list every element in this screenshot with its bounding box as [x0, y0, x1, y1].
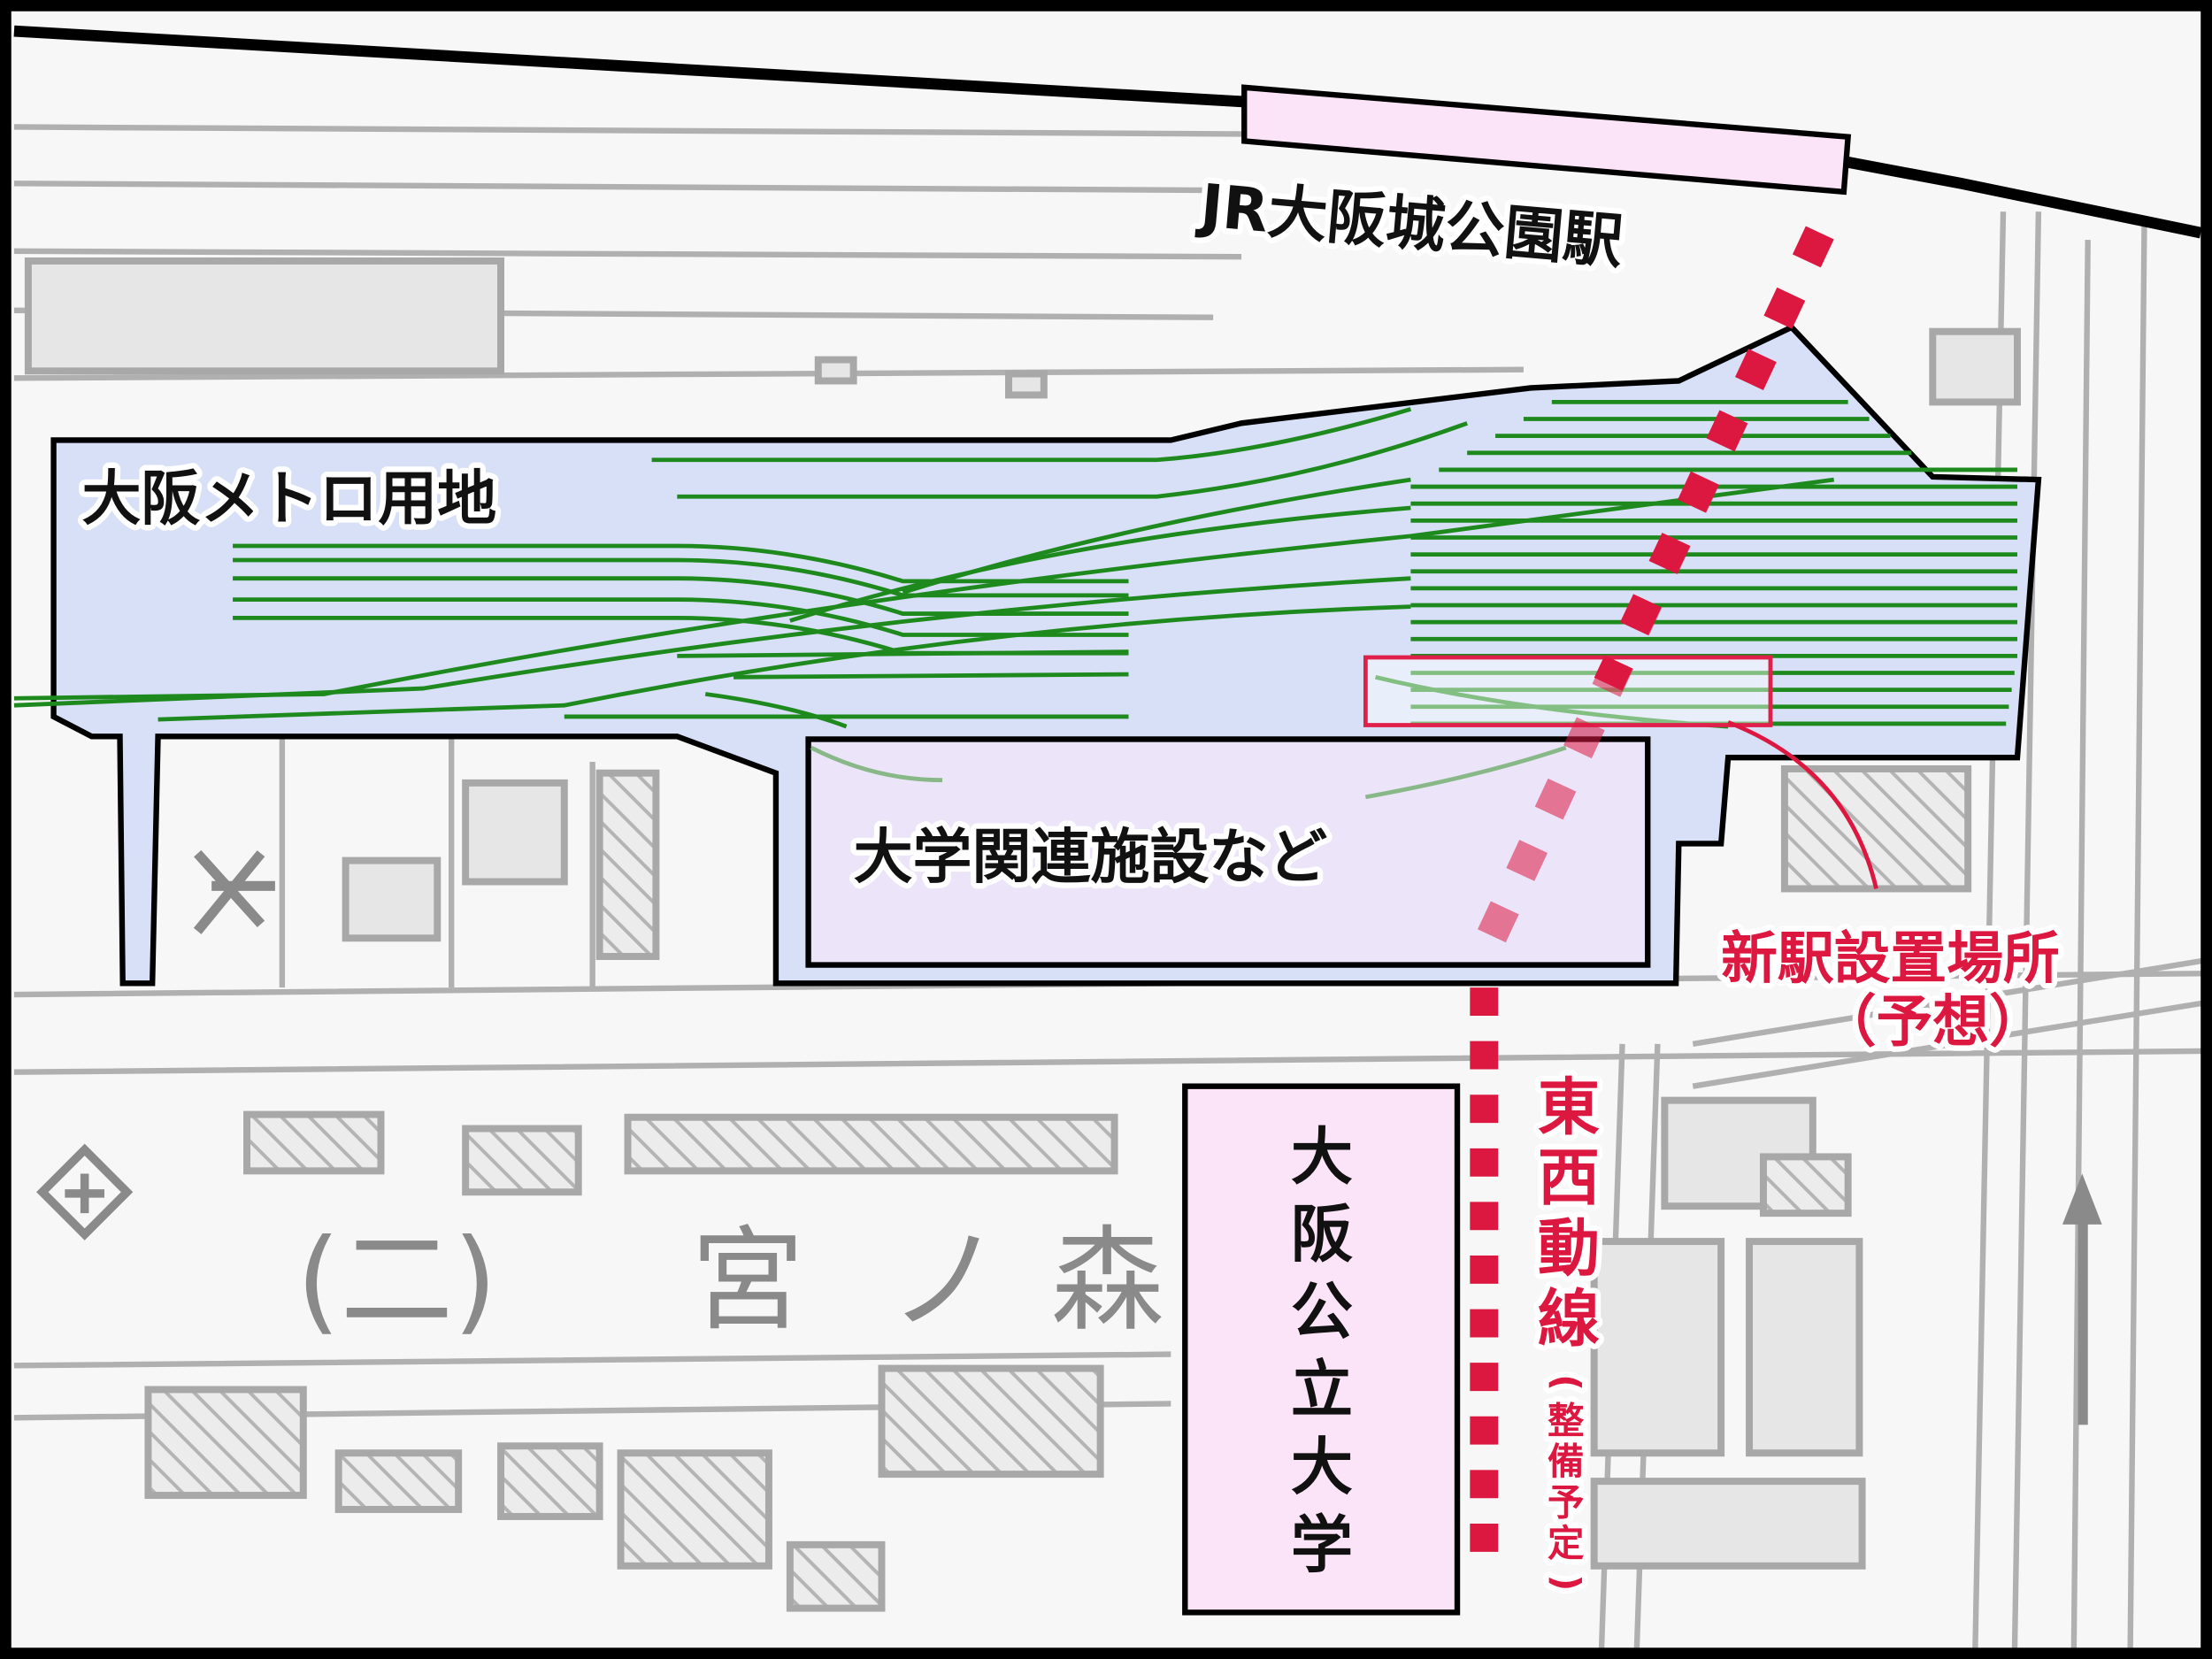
route-note-char: 予	[1548, 1481, 1584, 1524]
railway-track	[1374, 674, 1729, 729]
district-char: ノ	[888, 1216, 1002, 1347]
new-station-label: 新駅設置場所	[1721, 926, 2060, 992]
railway-track	[233, 597, 1129, 637]
university-label-char: 大	[1291, 1120, 1353, 1193]
facility-tracks	[810, 745, 1567, 800]
railway-track	[233, 615, 1129, 656]
university-label-char: 学	[1291, 1509, 1353, 1581]
district-char: (二)	[296, 1216, 497, 1347]
new-station-label-note: （予想）	[1820, 990, 2046, 1056]
hospital-symbol-icon	[36, 1143, 134, 1240]
district-label: 森 ノ 宮 (二)	[296, 1216, 1164, 1347]
district-char: 森	[1051, 1216, 1164, 1347]
route-label-char: 線	[1538, 1283, 1600, 1356]
route-note-char: )	[1545, 1574, 1587, 1591]
route-note-char: 定	[1548, 1523, 1584, 1565]
route-label-char: 西	[1538, 1141, 1600, 1214]
railway-track	[733, 672, 1129, 680]
railway-track	[13, 477, 1835, 701]
callout-line	[1727, 720, 1878, 890]
district-char: 宮	[691, 1216, 804, 1347]
jr-station-box[interactable]	[1241, 84, 1852, 196]
railway-track	[233, 543, 1129, 584]
railway-tracks	[13, 400, 2017, 729]
route-note-char: (	[1545, 1374, 1587, 1391]
east-west-route-note: ( 整 備 予 定 )	[1539, 1369, 1593, 1597]
osaka-metropolitan-university-area[interactable]	[1182, 1083, 1461, 1616]
route-note-char: 備	[1548, 1440, 1584, 1483]
university-label-char: 立	[1291, 1353, 1353, 1425]
railway-track	[13, 576, 1411, 708]
railway-track	[677, 649, 1129, 658]
route-label-char: 東	[1538, 1071, 1600, 1144]
railway-track	[704, 692, 848, 729]
railway-track	[651, 407, 1412, 463]
university-facilities-label: 大学関連施設など	[854, 823, 1328, 892]
university-label-char: 阪	[1291, 1198, 1353, 1271]
railway-track	[157, 604, 1411, 722]
railway-track	[233, 557, 1129, 598]
east-west-route-upper-solid	[1594, 226, 1834, 691]
railway-track	[677, 421, 1468, 499]
new-station-highlight[interactable]	[1363, 655, 1773, 727]
railway-track	[789, 505, 1411, 623]
route-note-char: 整	[1548, 1400, 1585, 1442]
direction-arrow-icon	[2062, 1173, 2102, 1425]
railway-track	[233, 576, 1129, 616]
school-symbol-icon	[193, 849, 275, 934]
university-label: 大 阪 公 立 大 学	[1291, 1120, 1353, 1580]
route-label-char: 動	[1538, 1212, 1600, 1285]
university-label-char: 公	[1291, 1276, 1353, 1348]
east-west-route-label: 東 西 動 線	[1532, 1065, 1606, 1361]
metro-land-label: 大阪メトロ用地	[81, 465, 496, 534]
university-label-char: 大	[1291, 1431, 1353, 1503]
